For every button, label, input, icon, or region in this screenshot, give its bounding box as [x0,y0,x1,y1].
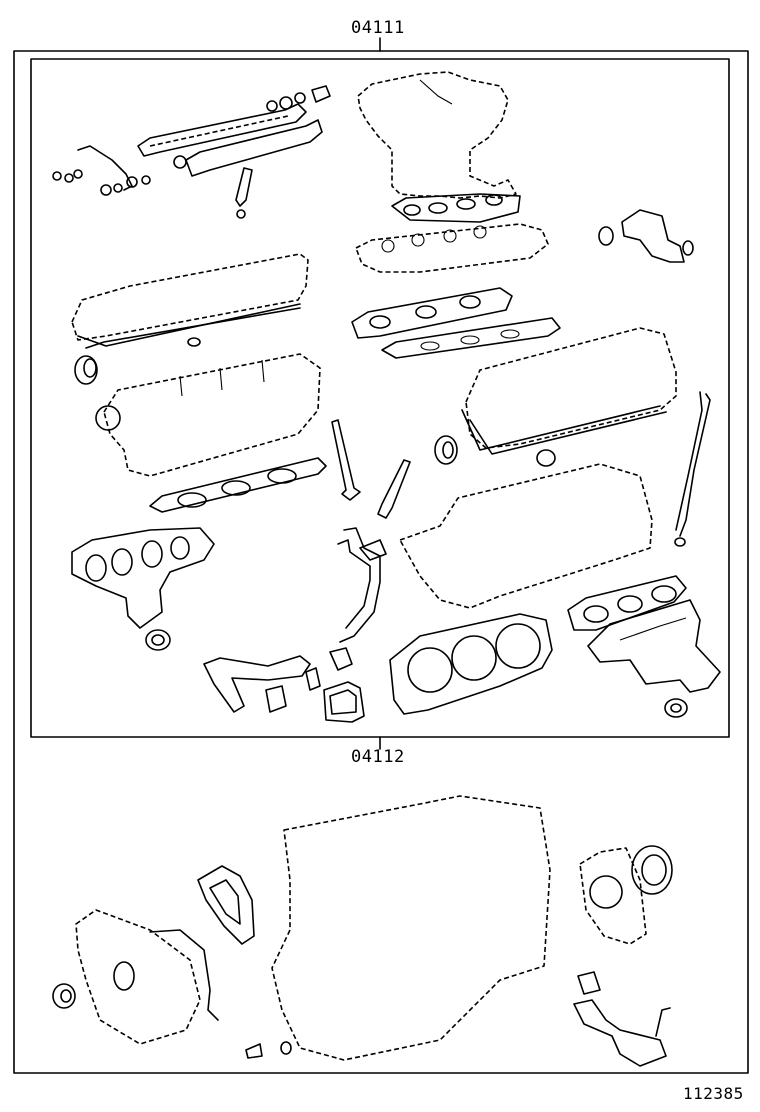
valve-cover-left[interactable] [71,253,309,347]
oil-seal-cam-center[interactable] [434,435,556,467]
intake-manifold[interactable] [355,223,549,273]
oil-seal-cam-left[interactable] [74,337,201,385]
cylinder-head-right[interactable] [399,463,653,609]
rear-crank-seal[interactable] [631,845,673,895]
exhaust-gasket-right[interactable] [567,575,687,631]
timing-cover-gasket[interactable] [149,929,219,1021]
exhaust-pipe-gasket-right[interactable] [664,698,688,718]
drain-plug-gasket[interactable] [245,1041,292,1059]
egr-valve-gasket[interactable] [323,681,365,723]
egr-pipe[interactable] [203,655,321,713]
fuel-injector[interactable] [235,167,253,219]
fuel-rail-lower[interactable] [173,119,323,177]
callout-04111[interactable]: 04111 [351,18,405,38]
cylinder-head-left[interactable] [95,353,321,477]
oil-dipstick-guide[interactable] [674,391,711,547]
intake-plenum[interactable] [357,71,517,199]
rear-oil-seal-retainer[interactable] [579,847,647,945]
cylinder-head-gasket[interactable] [389,613,553,715]
exhaust-valve[interactable] [377,459,411,519]
oil-strainer[interactable] [573,971,671,1067]
water-outlet[interactable] [598,209,694,263]
intake-manifold-gasket-2[interactable] [381,317,561,359]
intake-manifold-gasket-1[interactable] [351,287,513,339]
callout-04112[interactable]: 04112 [351,747,405,767]
outer-kit-frame [13,50,749,1074]
intake-valve[interactable] [331,419,361,501]
valve-cover-gasket-left[interactable] [85,307,301,349]
exhaust-manifold-right[interactable] [587,599,721,693]
valve-cover-gasket-right[interactable] [469,411,667,455]
fuel-line-seals[interactable] [52,85,331,196]
exhaust-manifold-left[interactable] [71,527,215,629]
fuel-rail-upper[interactable] [137,103,307,157]
inner-kit-frame [30,58,730,738]
timing-cover[interactable] [75,909,201,1045]
front-crank-seal[interactable] [52,983,76,1009]
water-bypass-pipe[interactable] [329,527,387,671]
valve-cover-right[interactable] [461,327,677,451]
water-pump-gasket[interactable] [197,865,255,945]
exhaust-gasket-left[interactable] [149,457,327,513]
exhaust-pipe-gasket-left[interactable] [145,629,171,651]
figure-number: 112385 [683,1084,744,1103]
plenum-gasket[interactable] [391,193,521,223]
cylinder-block[interactable] [271,795,551,1061]
